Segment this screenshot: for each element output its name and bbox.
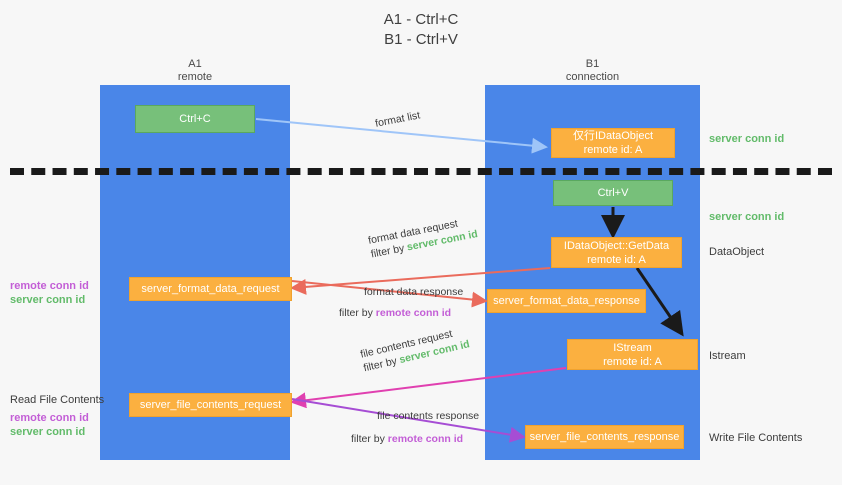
- node-idataobject-getdata-line1: IDataObject::GetData: [563, 239, 670, 252]
- lane-header-b1: B1 connection: [485, 58, 700, 84]
- node-idataobject-getdata-line2: remote id: A: [587, 253, 646, 266]
- lane-a1-role: remote: [177, 71, 213, 83]
- node-server-file-contents-request-label: server_file_contents_request: [139, 399, 282, 411]
- lane-a1-name: A1: [188, 58, 202, 70]
- left-label-read-file-contents: Read File Contents: [10, 394, 105, 406]
- node-ctrl-v-label: Ctrl+V: [597, 187, 629, 199]
- left-label-group-format: remote conn id server conn id: [10, 279, 89, 307]
- lane-header-a1: A1 remote: [100, 58, 290, 84]
- edge-label-file-contents-response-text: file contents response: [377, 410, 480, 422]
- phase-divider: [10, 168, 832, 175]
- node-data-object-top-line2: remote id: A: [583, 144, 643, 156]
- title-line-1: A1 - Ctrl+C: [383, 11, 459, 28]
- node-data-object-top[interactable]: 仅行IDataObject remote id: A: [551, 128, 675, 158]
- edge-label-format-data-response: format data response filter by remote co…: [339, 285, 464, 320]
- right-label-server-conn-id-2: server conn id: [709, 211, 785, 223]
- filter-value-remote-conn-id: remote conn id: [387, 433, 464, 445]
- node-istream-line1: IStream: [613, 341, 652, 354]
- edge-label-format-data-request: format data request filter by server con…: [367, 213, 479, 261]
- left-label-remote-conn-id-1: remote conn id: [10, 280, 89, 292]
- node-server-format-data-request[interactable]: server_format_data_request: [129, 277, 292, 301]
- node-istream[interactable]: IStream remote id: A: [567, 339, 698, 370]
- node-ctrl-c[interactable]: Ctrl+C: [135, 105, 255, 133]
- node-istream-line2: remote id: A: [603, 355, 662, 368]
- edge-label-format-list-text: format list: [374, 109, 422, 130]
- right-label-server-conn-id-1: server conn id: [709, 133, 785, 145]
- node-server-file-contents-response[interactable]: server_file_contents_response: [525, 425, 684, 449]
- left-label-server-conn-id-2: server conn id: [10, 426, 86, 438]
- node-server-format-data-response[interactable]: server_format_data_response: [487, 289, 646, 313]
- lane-b1-name: B1: [585, 58, 600, 70]
- edge-label-file-contents-response: file contents response filter by remote …: [351, 409, 480, 446]
- left-label-remote-conn-id-2: remote conn id: [10, 412, 89, 424]
- node-server-format-data-response-label: server_format_data_response: [493, 295, 640, 307]
- filter-value-remote-conn-id: remote conn id: [375, 307, 452, 319]
- right-label-data-object: DataObject: [709, 246, 765, 258]
- lane-b1-role: connection: [565, 71, 620, 83]
- node-idataobject-getdata[interactable]: IDataObject::GetData remote id: A: [551, 237, 682, 268]
- filter-prefix: filter by: [351, 433, 388, 445]
- node-server-file-contents-request[interactable]: server_file_contents_request: [129, 393, 292, 417]
- node-ctrl-v[interactable]: Ctrl+V: [553, 180, 673, 206]
- edge-label-format-list: format list: [374, 108, 421, 130]
- node-server-format-data-request-label: server_format_data_request: [141, 283, 280, 295]
- right-label-write-file-contents: Write File Contents: [709, 432, 803, 444]
- node-data-object-top-line1: 仅行IDataObject: [572, 130, 654, 142]
- node-server-file-contents-response-label: server_file_contents_response: [529, 431, 680, 443]
- node-ctrl-c-label: Ctrl+C: [179, 113, 211, 125]
- filter-prefix: filter by: [339, 307, 376, 319]
- page-title: A1 - Ctrl+C B1 - Ctrl+V: [0, 10, 842, 50]
- edge-label-format-data-response-filter: filter by remote conn id: [339, 306, 463, 320]
- right-label-istream: Istream: [709, 350, 746, 362]
- edge-label-file-contents-request: file contents request filter by server c…: [359, 324, 471, 376]
- left-label-server-conn-id-1: server conn id: [10, 294, 86, 306]
- edge-label-format-data-response-text: format data response: [364, 286, 464, 298]
- title-line-2: B1 - Ctrl+V: [384, 31, 458, 48]
- edge-label-file-contents-response-filter: filter by remote conn id: [351, 432, 479, 446]
- left-label-group-file: remote conn id server conn id: [10, 411, 89, 439]
